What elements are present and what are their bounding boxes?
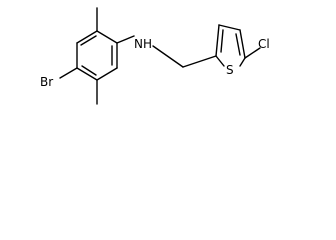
bromine-bond xyxy=(59,67,78,79)
sulfur-label: S xyxy=(226,63,234,77)
chlorine-bond xyxy=(244,47,261,59)
ring-double-bond-c2-c3 xyxy=(80,35,97,46)
thiophene-double-bond-c2-c3 xyxy=(220,29,224,53)
thiophene-bond-c2-s xyxy=(215,55,225,67)
ring-to-nitrogen-bond xyxy=(116,35,135,44)
structure-drawing: Br N H S Cl xyxy=(40,7,270,105)
thiophene-bond-c4-c3 xyxy=(218,24,241,31)
ring-bond-c2-c3 xyxy=(76,30,98,44)
ring-double-bond-c4-c5 xyxy=(81,65,97,76)
bromine-label: Br xyxy=(40,75,53,89)
chlorine-label: Cl xyxy=(258,37,270,51)
thiophene-bond-c5-c4 xyxy=(239,29,246,59)
thiophene-bond-s-c5 xyxy=(239,57,246,67)
benzene-ring xyxy=(76,30,118,81)
molecule-canvas: Br N H S Cl xyxy=(40,7,270,105)
thiophene-bond-c3-c2 xyxy=(215,24,220,57)
thiophene-double-bond-c4-c5 xyxy=(235,33,241,56)
nitrogen-to-methylene-bond xyxy=(152,45,184,68)
ring-bond-c5-c6 xyxy=(96,67,118,81)
methylene-to-thiophene-bond xyxy=(182,55,217,68)
nitrogen-hydrogen-label: H xyxy=(143,37,152,51)
thiophene-ring xyxy=(215,24,246,67)
ring-bond-c4-c5 xyxy=(76,67,98,81)
ring-bond-c1-c2 xyxy=(96,30,118,44)
nitrogen-label: N xyxy=(134,37,143,51)
